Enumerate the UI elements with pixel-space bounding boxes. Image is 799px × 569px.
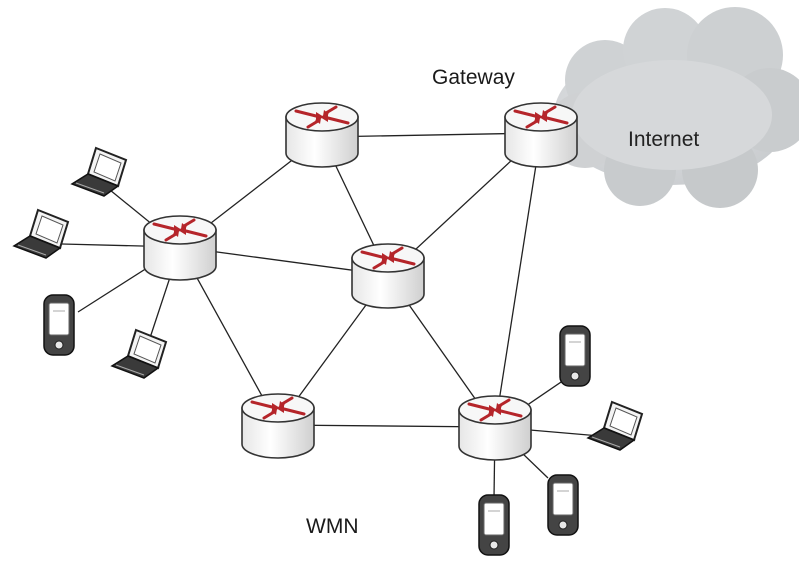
pda-phone-icon <box>478 494 510 556</box>
pda-phone-icon <box>547 474 579 536</box>
laptop-icon <box>587 401 643 451</box>
pda-phone-icon <box>559 325 591 387</box>
mesh-router-bottom-left <box>240 392 316 460</box>
gateway-label: Gateway <box>432 66 515 89</box>
gateway-router <box>503 101 579 169</box>
pda-phone-icon <box>43 294 75 356</box>
laptop-icon <box>13 209 69 259</box>
network-label: WMN <box>306 515 359 538</box>
mesh-router-top <box>284 101 360 169</box>
mesh-router-left <box>142 214 218 282</box>
laptop-icon <box>71 147 127 197</box>
link-gateway-br <box>494 132 542 428</box>
laptop-icon <box>111 329 167 379</box>
internet-label: Internet <box>628 128 700 151</box>
mesh-router-bottom-right <box>457 394 533 462</box>
mesh-router-center <box>350 242 426 310</box>
internet-cloud-icon <box>547 7 799 208</box>
